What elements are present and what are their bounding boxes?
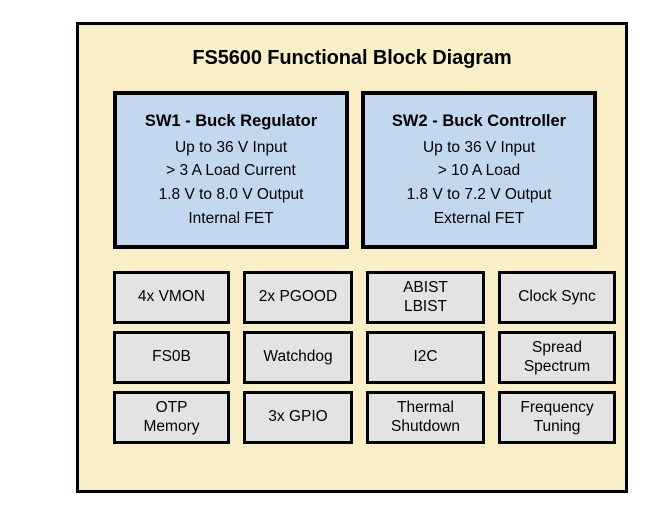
regulator-spec: 1.8 V to 7.2 V Output <box>406 186 552 203</box>
feature-label: Shutdown <box>391 417 460 435</box>
feature-block: OTP Memory <box>113 391 230 444</box>
feature-label: 4x VMON <box>137 288 206 306</box>
feature-label: Spectrum <box>523 357 591 375</box>
feature-block: FS0B <box>113 331 230 384</box>
feature-block: 2x PGOOD <box>243 271 353 324</box>
feature-block: I2C <box>366 331 485 384</box>
feature-block: Frequency Tuning <box>498 391 616 444</box>
feature-label: ABIST <box>403 278 448 296</box>
feature-label: Spread <box>532 338 582 356</box>
feature-label: 3x GPIO <box>268 408 328 426</box>
feature-block: Watchdog <box>243 331 353 384</box>
feature-label: Tuning <box>533 417 581 435</box>
feature-label: Frequency <box>520 398 594 416</box>
feature-block: Clock Sync <box>498 271 616 324</box>
feature-label: OTP <box>155 398 188 416</box>
regulator-title: SW1 - Buck Regulator <box>144 111 318 130</box>
feature-label: I2C <box>413 348 438 366</box>
regulator-title: SW2 - Buck Controller <box>391 111 567 130</box>
regulator-block-sw1: SW1 - Buck Regulator Up to 36 V Input > … <box>113 91 349 249</box>
feature-label: Memory <box>143 417 200 435</box>
feature-blocks-grid: 4x VMON 2x PGOOD ABIST LBIST Clock Sync … <box>113 271 616 444</box>
regulator-spec: 1.8 V to 8.0 V Output <box>158 186 304 203</box>
feature-label: 2x PGOOD <box>258 288 338 306</box>
regulator-spec: > 3 A Load Current <box>166 162 296 180</box>
feature-block: ABIST LBIST <box>366 271 485 324</box>
feature-block: 4x VMON <box>113 271 230 324</box>
regulator-spec: > 10 A Load <box>437 162 521 180</box>
block-diagram-frame: FS5600 Functional Block Diagram SW1 - Bu… <box>76 22 628 493</box>
feature-label: Clock Sync <box>518 288 596 306</box>
regulator-spec: Up to 36 V Input <box>174 138 288 156</box>
regulator-spec: External FET <box>433 209 525 227</box>
diagram-title: FS5600 Functional Block Diagram <box>192 47 512 69</box>
feature-block: Thermal Shutdown <box>366 391 485 444</box>
regulator-block-sw2: SW2 - Buck Controller Up to 36 V Input >… <box>361 91 597 249</box>
feature-block: 3x GPIO <box>243 391 353 444</box>
feature-label: Thermal <box>397 398 454 416</box>
feature-block: Spread Spectrum <box>498 331 616 384</box>
feature-label: Watchdog <box>263 348 333 366</box>
feature-label: LBIST <box>403 297 448 315</box>
regulator-spec: Up to 36 V Input <box>422 138 536 156</box>
regulator-spec: Internal FET <box>188 209 274 227</box>
regulator-blocks-row: SW1 - Buck Regulator Up to 36 V Input > … <box>113 91 597 249</box>
feature-label: FS0B <box>152 348 191 366</box>
